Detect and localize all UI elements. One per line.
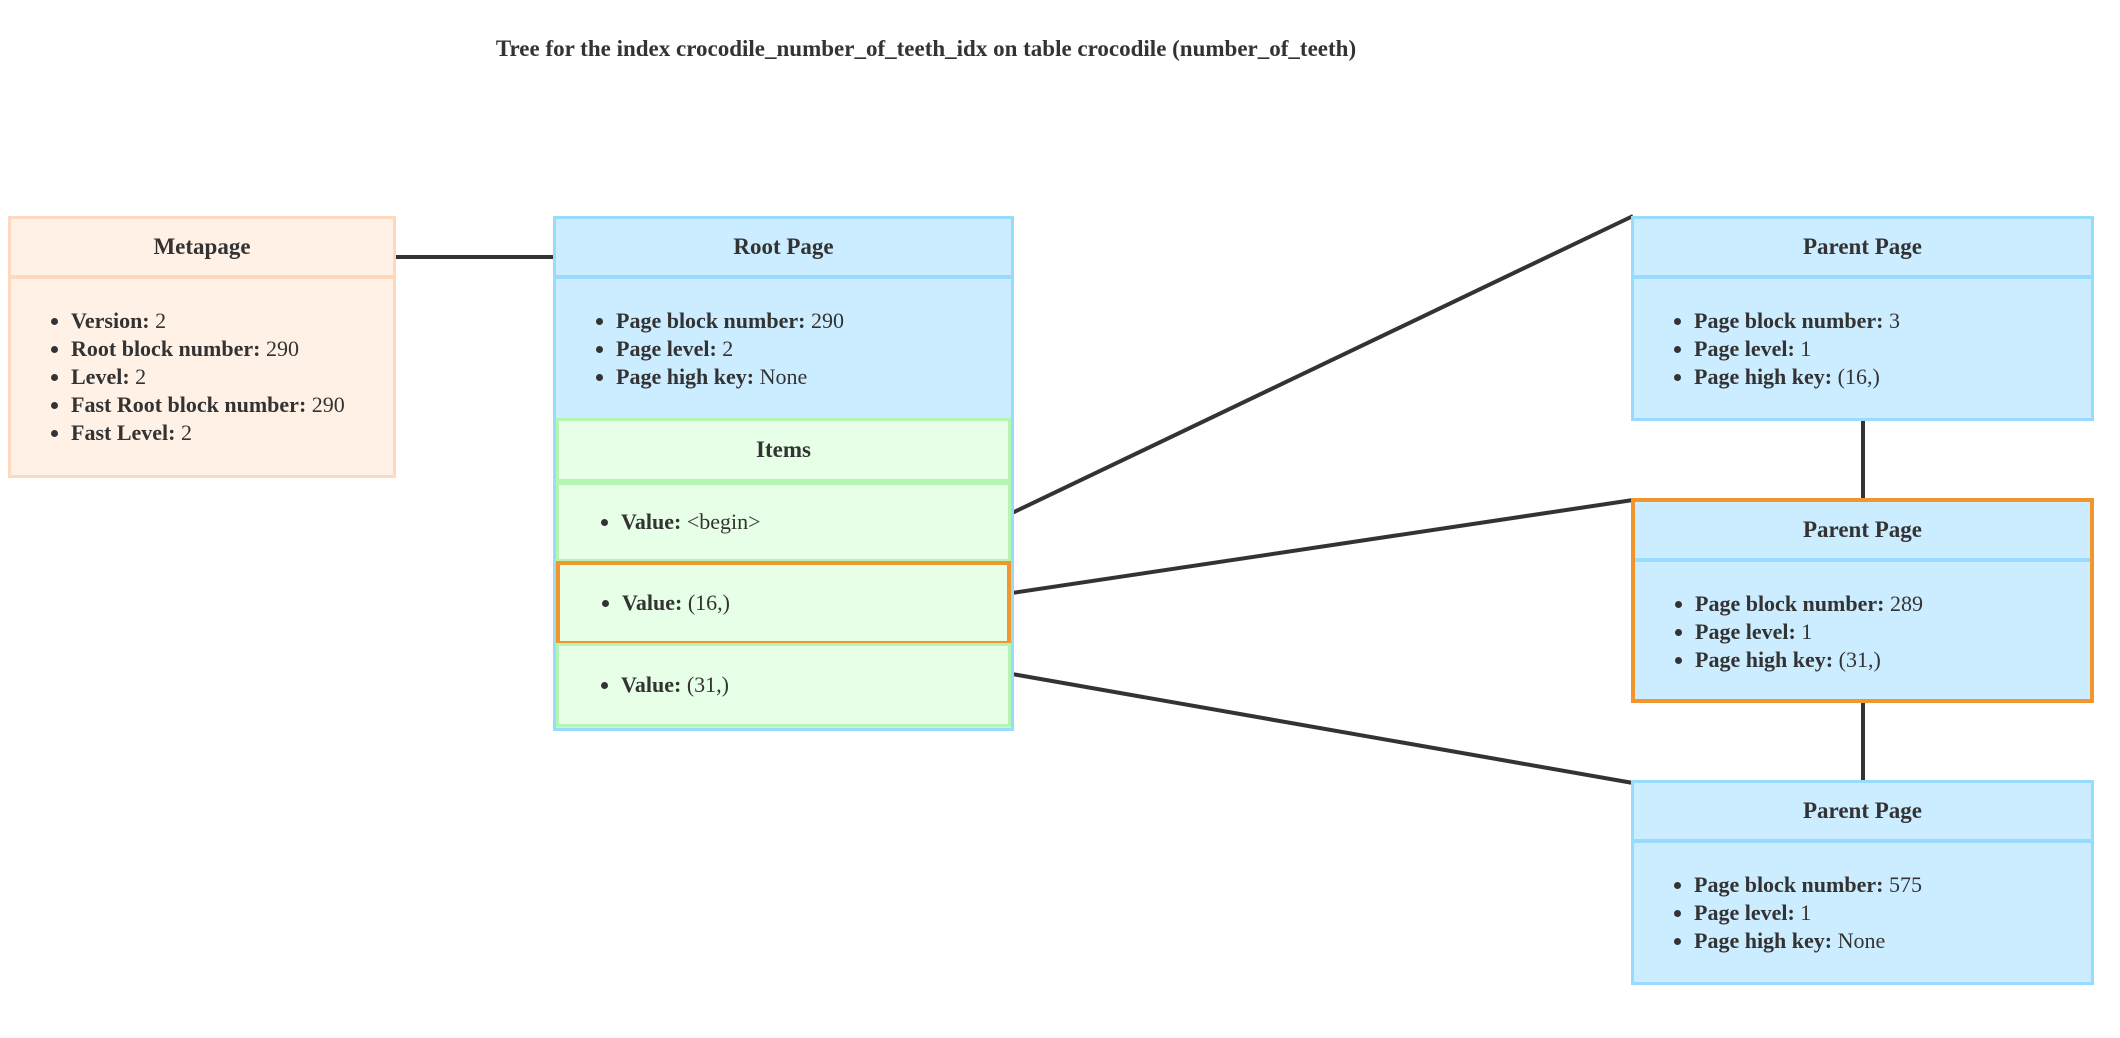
diagram-title: Tree for the index crocodile_number_of_t… <box>495 36 1357 61</box>
item-value: Value: <begin> <box>621 509 761 535</box>
link-item-16-parent-2 <box>1011 498 1634 595</box>
metapage-header: Metapage <box>11 219 393 279</box>
metapage-fields: Version: 2 Root block number: 290 Level:… <box>11 307 393 447</box>
parent-page-header: Parent Page <box>1634 219 2091 279</box>
root-page-header: Root Page <box>556 219 1011 279</box>
field-page-block-number: Page block number: 290 <box>616 307 1011 335</box>
metapage-node[interactable]: Metapage Version: 2 Root block number: 2… <box>8 216 396 478</box>
field-page-high-key: Page high key: (31,) <box>1695 646 2090 674</box>
field-page-block-number: Page block number: 3 <box>1694 307 2091 335</box>
parent-page-node-1[interactable]: Parent Page Page block number: 3 Page le… <box>1631 216 2094 421</box>
field-level: Level: 2 <box>71 363 393 391</box>
item-31[interactable]: Value: (31,) <box>556 643 1011 727</box>
field-page-level: Page level: 1 <box>1694 335 2091 363</box>
link-item-31-parent-3 <box>1011 672 1634 785</box>
field-page-block-number: Page block number: 575 <box>1694 871 2091 899</box>
field-page-level: Page level: 2 <box>616 335 1011 363</box>
parent-page-fields: Page block number: 289 Page level: 1 Pag… <box>1635 590 2090 674</box>
field-root-block-number: Root block number: 290 <box>71 335 393 363</box>
parent-page-header: Parent Page <box>1635 502 2090 562</box>
field-page-high-key: Page high key: None <box>616 363 1011 391</box>
field-page-level: Page level: 1 <box>1694 899 2091 927</box>
field-page-high-key: Page high key: None <box>1694 927 2091 955</box>
parent-page-fields: Page block number: 3 Page level: 1 Page … <box>1634 307 2091 391</box>
link-item-begin-parent-1 <box>1011 214 1634 515</box>
field-fast-level: Fast Level: 2 <box>71 419 393 447</box>
parent-page-node-2[interactable]: Parent Page Page block number: 289 Page … <box>1631 498 2094 703</box>
item-value: Value: (31,) <box>621 672 729 698</box>
field-page-block-number: Page block number: 289 <box>1695 590 2090 618</box>
root-page-fields: Page block number: 290 Page level: 2 Pag… <box>556 307 1011 391</box>
parent-page-header: Parent Page <box>1634 783 2091 843</box>
field-version: Version: 2 <box>71 307 393 335</box>
items-header: Items <box>556 418 1011 484</box>
parent-page-node-3[interactable]: Parent Page Page block number: 575 Page … <box>1631 780 2094 985</box>
field-fast-root-block-number: Fast Root block number: 290 <box>71 391 393 419</box>
item-begin[interactable]: Value: <begin> <box>556 482 1011 562</box>
item-16[interactable]: Value: (16,) <box>556 561 1011 645</box>
field-page-level: Page level: 1 <box>1695 618 2090 646</box>
item-value: Value: (16,) <box>622 590 730 616</box>
parent-page-fields: Page block number: 575 Page level: 1 Pag… <box>1634 871 2091 955</box>
field-page-high-key: Page high key: (16,) <box>1694 363 2091 391</box>
